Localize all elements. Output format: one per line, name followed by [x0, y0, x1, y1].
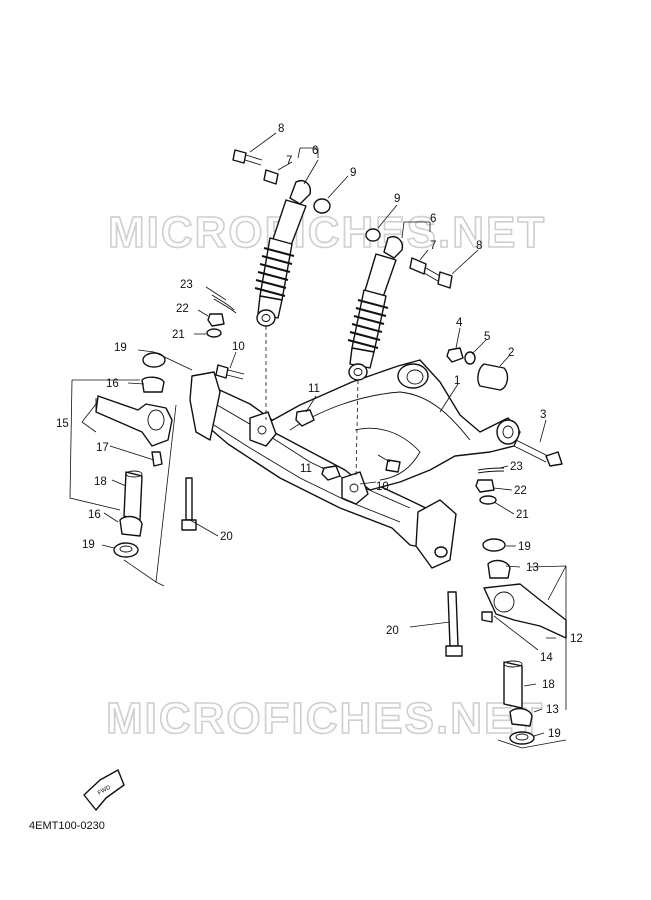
callout-13: 13 [546, 704, 559, 716]
callout-3: 3 [540, 409, 546, 421]
callout-11: 11 [300, 463, 312, 475]
callout-19: 19 [82, 539, 95, 551]
watermark-top: MICROFICHES.NET [108, 208, 546, 257]
watermark-bottom: MICROFICHES.NET [106, 694, 544, 743]
callout-7: 7 [430, 240, 436, 252]
callout-20: 20 [386, 625, 399, 637]
callout-21: 21 [172, 329, 185, 341]
callout-6: 6 [312, 145, 318, 157]
callout-22: 22 [176, 303, 189, 315]
callout-5: 5 [484, 331, 490, 343]
callout-17: 17 [96, 442, 109, 454]
callout-1: 1 [454, 375, 460, 387]
callout-18: 18 [542, 679, 555, 691]
callout-15: 15 [56, 418, 69, 430]
right-knuckle-group [481, 559, 567, 745]
callout-14: 14 [540, 652, 553, 664]
callouts: 8 6 7 9 9 6 7 8 23 22 21 10 19 16 15 17 … [56, 123, 583, 740]
diagram-code: 4EMT100-0230 [29, 820, 105, 832]
callout-21: 21 [516, 509, 529, 521]
callout-23: 23 [180, 279, 193, 291]
callout-12: 12 [570, 633, 583, 645]
callout-10: 10 [376, 481, 389, 493]
shock-absorber-left [254, 180, 311, 327]
callout-20: 20 [220, 531, 233, 543]
callout-19: 19 [518, 541, 531, 553]
shock-absorber-right [347, 236, 403, 381]
callout-23: 23 [510, 461, 523, 473]
callout-9: 9 [394, 193, 400, 205]
callout-7: 7 [286, 155, 292, 167]
callout-13: 13 [526, 562, 539, 574]
callout-22: 22 [514, 485, 527, 497]
callout-16: 16 [106, 378, 119, 390]
callout-19: 19 [548, 728, 561, 740]
callout-18: 18 [94, 476, 107, 488]
callout-4: 4 [456, 317, 463, 329]
callout-2: 2 [508, 347, 514, 359]
hardware-parts [181, 149, 563, 657]
front-arm-assembly [189, 359, 521, 569]
callout-8: 8 [278, 123, 284, 135]
leader-lines [69, 132, 567, 749]
callout-11: 11 [308, 383, 320, 395]
callout-8: 8 [476, 240, 482, 252]
left-knuckle-group [95, 352, 173, 558]
fwd-arrow: FWD [83, 769, 125, 811]
callout-9: 9 [350, 167, 356, 179]
callout-6: 6 [430, 213, 436, 225]
callout-19: 19 [114, 342, 127, 354]
callout-16: 16 [88, 509, 101, 521]
callout-10: 10 [232, 341, 245, 353]
